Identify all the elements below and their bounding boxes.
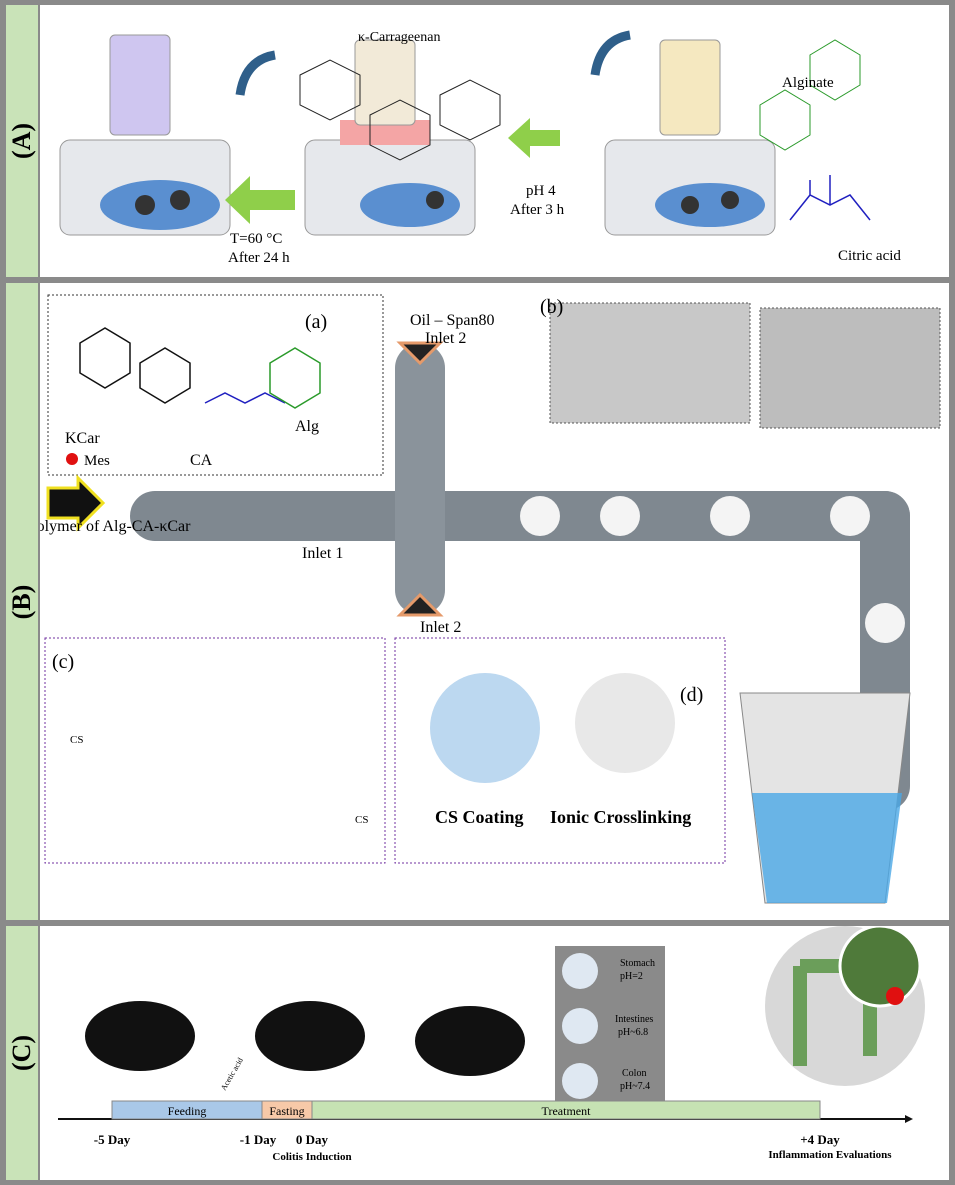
mouse-icon bbox=[415, 1006, 525, 1076]
intestines-ph: pH~6.8 bbox=[618, 1027, 648, 1038]
inflammation-evaluation-label: Inflammation Evaluations bbox=[768, 1149, 892, 1161]
inlet1-arrow-icon bbox=[46, 474, 106, 532]
stomach-label: Stomach bbox=[620, 958, 655, 969]
step1-condition: pH 4 bbox=[526, 183, 556, 199]
alginate-label: Alginate bbox=[782, 75, 834, 91]
arrow-left-icon bbox=[225, 176, 295, 224]
hotplate-icon bbox=[59, 34, 231, 236]
kcar-label: KCar bbox=[65, 430, 100, 447]
acetic-acid-label: Acetic acid bbox=[219, 1056, 245, 1092]
phase-treatment-label: Treatment bbox=[542, 1104, 592, 1118]
mes-label: Mes bbox=[84, 453, 110, 469]
droplets-micrograph bbox=[759, 307, 941, 429]
inlet2-top-label: Inlet 2 bbox=[425, 330, 466, 347]
phase-fasting-label: Fasting bbox=[269, 1104, 304, 1118]
copolymer-structure bbox=[79, 327, 321, 409]
day-label: +4 Day bbox=[800, 1132, 840, 1147]
carrageenan-structure bbox=[299, 59, 501, 161]
intestines-label: Intestines bbox=[615, 1014, 653, 1025]
inlet2-bottom-arrow-icon bbox=[396, 592, 444, 617]
step1-time: After 3 h bbox=[510, 202, 565, 218]
subpanel-a-label: (a) bbox=[305, 311, 327, 333]
day-label: -5 Day bbox=[94, 1132, 131, 1147]
carrageenan-label: κ-Carrageenan bbox=[358, 30, 440, 45]
subpanel-b-label: (b) bbox=[540, 296, 563, 318]
step2-time: After 24 h bbox=[228, 250, 290, 266]
cs-label: CS bbox=[355, 814, 368, 826]
citric-acid-label: Citric acid bbox=[838, 248, 901, 264]
alginate-structure bbox=[759, 39, 861, 151]
cs-label: CS bbox=[70, 734, 83, 746]
mes-dot-icon bbox=[66, 453, 78, 465]
panel-c-label: (C) bbox=[7, 1034, 36, 1072]
subpanel-c-label: (c) bbox=[52, 651, 74, 673]
curved-arrow-icon bbox=[235, 50, 277, 96]
phase-feeding-label: Feeding bbox=[168, 1104, 207, 1118]
phase-treatment bbox=[311, 1100, 821, 1120]
panel-a-label: (A) bbox=[7, 122, 36, 160]
panel-b: (a) KCar CA Alg Mes Oil – Span80 Inlet 2… bbox=[10, 283, 949, 920]
cs-coated-bead bbox=[430, 673, 540, 783]
colitis-induction-label: Colitis Induction bbox=[272, 1151, 351, 1163]
panel-c-label-strip: (C) bbox=[6, 926, 38, 1180]
mouse-icon bbox=[85, 1001, 195, 1071]
ionic-crosslinking-label: Ionic Crosslinking bbox=[550, 807, 691, 827]
curved-arrow-icon bbox=[590, 30, 632, 76]
panel-a-label-strip: (A) bbox=[6, 5, 38, 277]
hotplate-icon bbox=[304, 39, 476, 236]
alg-label: Alg bbox=[295, 418, 319, 435]
panel-a-graphic: κ-Carrageenan Alginate Citric acid pH 4 … bbox=[59, 30, 901, 266]
oil-span80-label: Oil – Span80 bbox=[410, 312, 494, 329]
day-label: 0 Day bbox=[296, 1132, 329, 1147]
arrow-left-icon bbox=[508, 118, 560, 158]
subpanel-d-label: (d) bbox=[680, 684, 703, 706]
day-label: -1 Day bbox=[240, 1132, 277, 1147]
hotplate-icon bbox=[604, 39, 776, 236]
panel-c: Acetic acid Stomach pH=2 Intestines pH~6… bbox=[40, 924, 949, 1180]
panel-b-label-strip: (B) bbox=[6, 283, 38, 920]
colon-label: Colon bbox=[622, 1068, 646, 1079]
ca-label: CA bbox=[190, 452, 213, 469]
crosslinking-structure-box bbox=[44, 637, 386, 864]
colon-ph: pH~7.4 bbox=[620, 1081, 650, 1092]
copolymer-label: Copolymer of Alg-CA-κCar bbox=[40, 518, 191, 535]
panel-b-label: (B) bbox=[7, 584, 36, 619]
panel-b-graphic: (a) KCar CA Alg Mes Oil – Span80 Inlet 2… bbox=[10, 294, 941, 904]
cs-coating-label: CS Coating bbox=[435, 807, 524, 827]
mouse-icon bbox=[255, 1001, 365, 1071]
stomach-ph: pH=2 bbox=[620, 971, 643, 982]
step2-condition: T=60 °C bbox=[230, 231, 282, 247]
ionic-crosslinked-bead bbox=[575, 673, 675, 773]
inlet2-top-arrow-icon bbox=[396, 341, 444, 366]
copolymer-structure-box bbox=[47, 294, 384, 476]
inlet2-bottom-label: Inlet 2 bbox=[420, 619, 461, 636]
panel-c-graphic: Acetic acid Stomach pH=2 Intestines pH~6… bbox=[58, 924, 925, 1163]
inlet1-label: Inlet 1 bbox=[302, 545, 343, 562]
droplet-generation-micrograph bbox=[549, 302, 751, 424]
panel-a: κ-Carrageenan Alginate Citric acid pH 4 … bbox=[40, 5, 949, 277]
citric-acid-structure bbox=[789, 175, 871, 221]
